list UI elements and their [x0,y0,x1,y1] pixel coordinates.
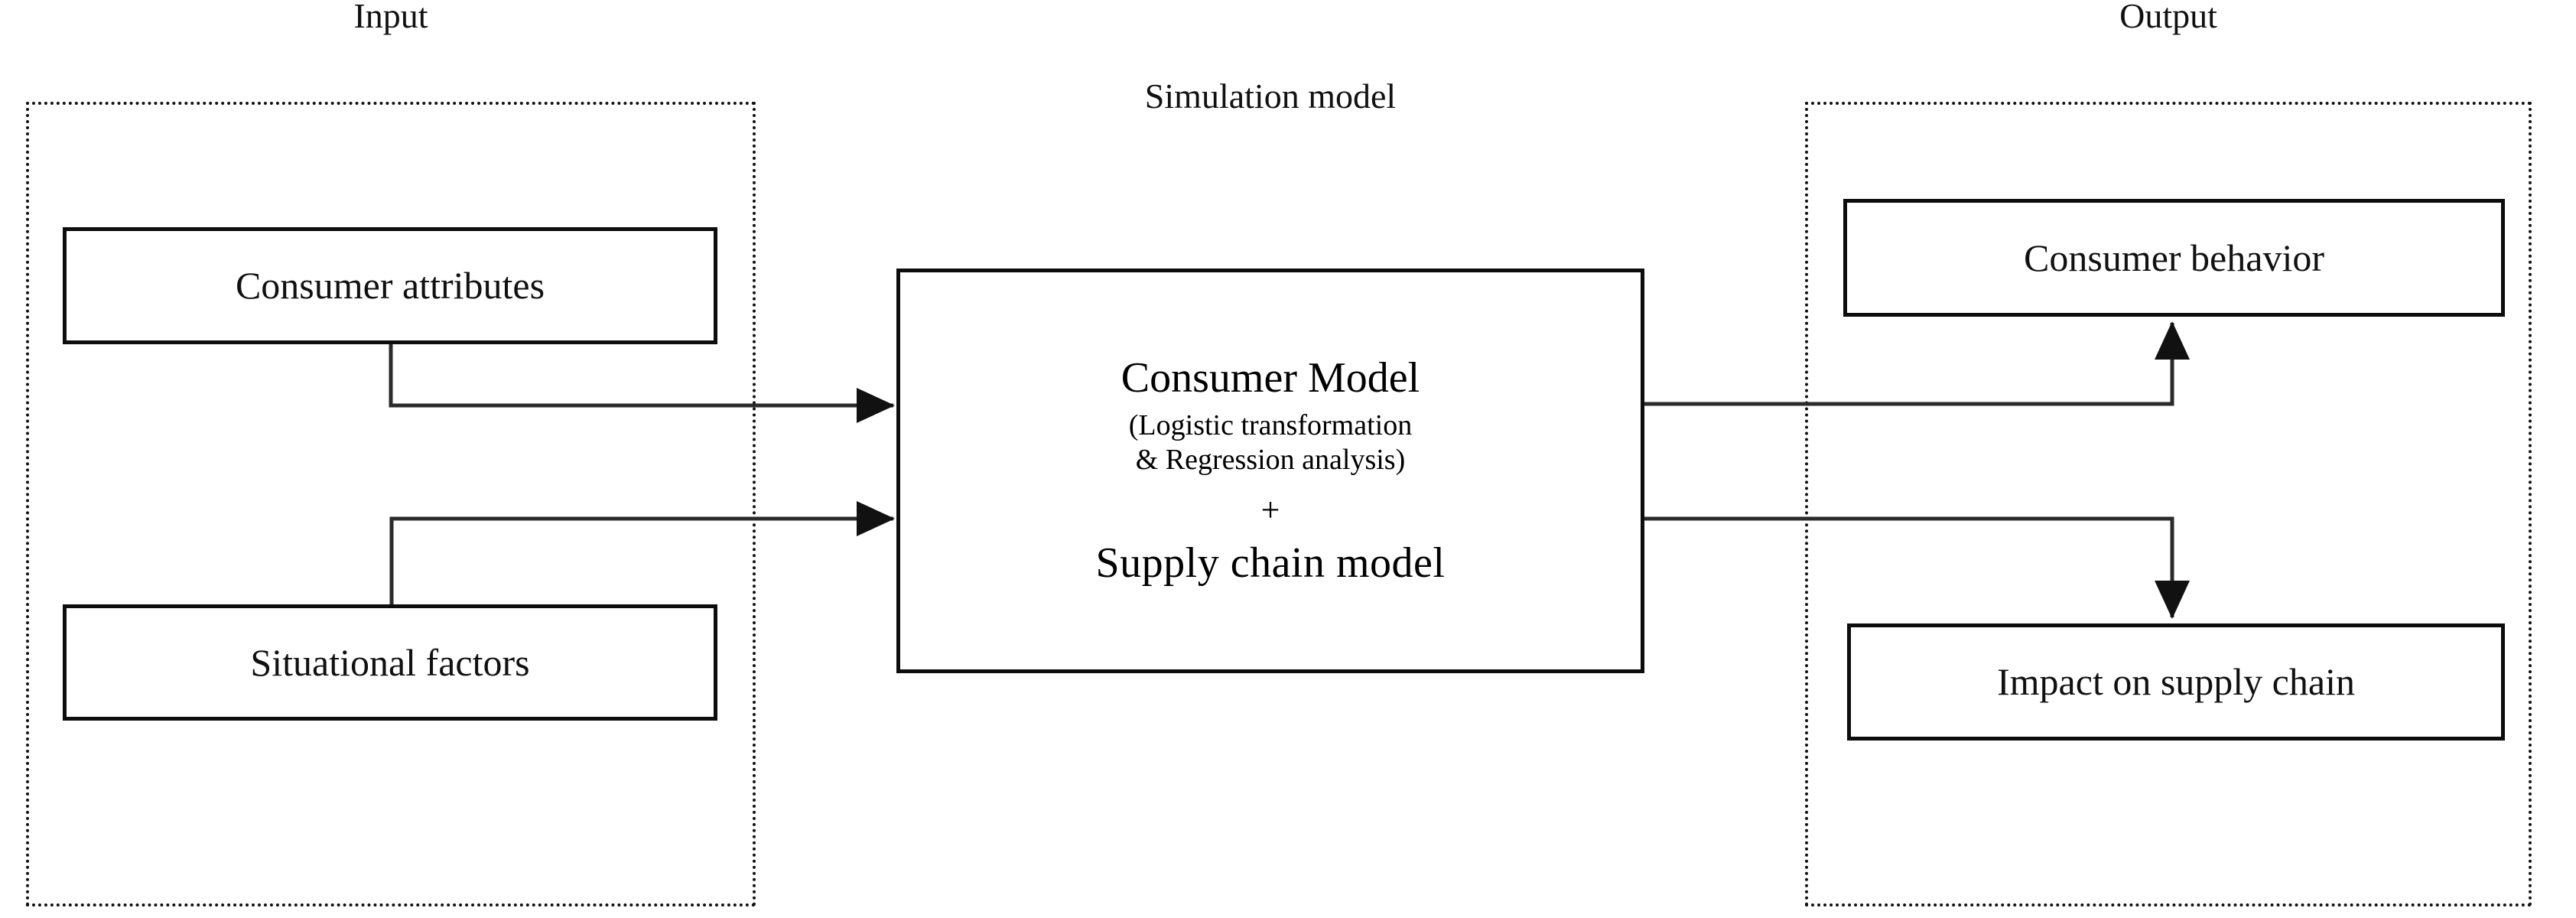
output-group-container [1805,102,2532,907]
node-consumer-behavior[interactable]: Consumer behavior [1843,199,2505,317]
input-group-container [26,102,756,907]
model-subtitle-line1: (Logistic transformation [1128,409,1413,441]
model-title-supply-chain: Supply chain model [1095,539,1446,588]
input-group-label: Input [353,0,428,35]
node-simulation-model[interactable]: Consumer Model (Logistic transformation … [896,269,1644,673]
node-impact-on-supply-chain[interactable]: Impact on supply chain [1847,623,2505,741]
node-situational-factors[interactable]: Situational factors [63,604,717,721]
model-subtitle-line2: & Regression analysis) [1135,443,1406,476]
node-consumer-behavior-label: Consumer behavior [2024,236,2324,279]
model-title: Consumer Model [1120,353,1420,402]
model-plus-operator: + [1260,491,1280,529]
simulation-model-caption: Simulation model [1144,76,1397,116]
node-consumer-attributes[interactable]: Consumer attributes [63,227,717,344]
node-situational-factors-label: Situational factors [250,640,530,684]
node-impact-on-supply-chain-label: Impact on supply chain [1997,660,2355,703]
output-group-label: Output [2119,0,2217,35]
node-consumer-attributes-label: Consumer attributes [235,264,545,307]
